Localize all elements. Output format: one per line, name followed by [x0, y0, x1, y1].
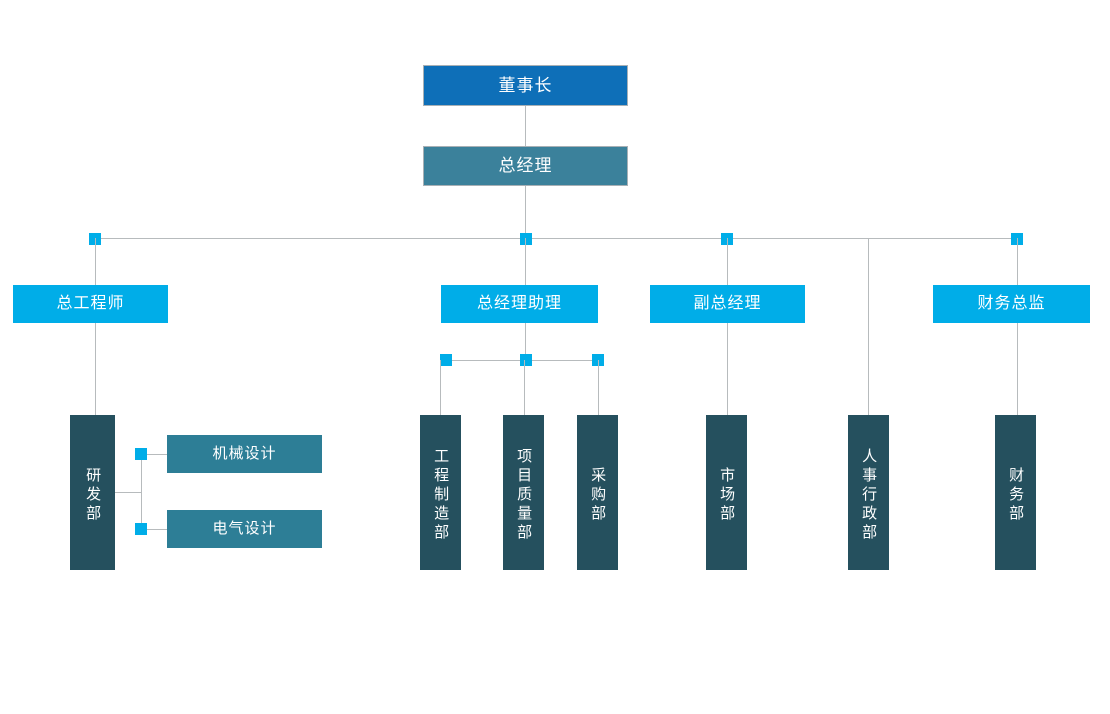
connector-gm-assistant-to-subbus: [525, 323, 526, 360]
connector-bus-to-hr-admin-dept: [868, 238, 869, 416]
node-general-manager[interactable]: 总经理: [423, 146, 628, 186]
dept-engineering-manufacturing[interactable]: 工程制造部: [420, 415, 461, 570]
connector-bus-to-gm-assistant: [525, 238, 526, 286]
connector-bus-to-chief-engineer: [95, 238, 96, 286]
connector-deputy-gm-to-market-dept: [727, 323, 728, 416]
dept-hr-admin-label: 人事行政部: [860, 448, 878, 543]
dept-engineering-manufacturing-label: 工程制造部: [432, 448, 450, 543]
marker-mechanical-design[interactable]: [135, 448, 147, 460]
node-chief-engineer-label: 总工程师: [56, 294, 125, 312]
connector-rd-to-mechanical-design: [147, 454, 167, 455]
dept-rd-label: 研发部: [84, 467, 102, 524]
subteam-electrical-design[interactable]: 电气设计: [167, 510, 322, 548]
connector-rd-subteam-riser: [141, 454, 142, 530]
subteam-mechanical-design-label: 机械设计: [212, 445, 277, 463]
node-finance-director[interactable]: 财务总监: [933, 285, 1090, 323]
connector-chairman-to-gm: [525, 106, 526, 146]
dept-market[interactable]: 市场部: [706, 415, 747, 570]
subteam-mechanical-design[interactable]: 机械设计: [167, 435, 322, 473]
dept-hr-admin[interactable]: 人事行政部: [848, 415, 889, 570]
connector-finance-director-to-finance-dept: [1017, 323, 1018, 416]
connector-subbus-to-purchasing-dept: [598, 360, 599, 416]
connector-subbus-to-quality-dept: [524, 360, 525, 416]
connector-rd-stub: [115, 492, 141, 493]
node-gm-assistant-label: 总经理助理: [476, 294, 562, 312]
node-chairman[interactable]: 董事长: [423, 65, 628, 106]
dept-purchasing-label: 采购部: [589, 467, 607, 524]
subteam-electrical-design-label: 电气设计: [212, 520, 277, 538]
connector-gm-to-bus: [525, 186, 526, 239]
node-finance-director-label: 财务总监: [977, 294, 1046, 312]
connector-bus-to-finance-director: [1017, 238, 1018, 286]
dept-market-label: 市场部: [718, 467, 736, 524]
connector-chief-engineer-to-rd-dept: [95, 323, 96, 416]
node-general-manager-label: 总经理: [498, 156, 553, 176]
dept-finance[interactable]: 财务部: [995, 415, 1036, 570]
dept-project-quality[interactable]: 项目质量部: [503, 415, 544, 570]
dept-rd[interactable]: 研发部: [70, 415, 115, 570]
marker-subbus-quality-dept[interactable]: [520, 354, 532, 366]
dept-purchasing[interactable]: 采购部: [577, 415, 618, 570]
node-chief-engineer[interactable]: 总工程师: [13, 285, 168, 323]
marker-bus-gm-assistant[interactable]: [520, 233, 532, 245]
node-deputy-gm-label: 副总经理: [693, 294, 762, 312]
marker-subbus-engineering-dept[interactable]: [440, 354, 452, 366]
connector-rd-to-electrical-design: [147, 529, 167, 530]
dept-finance-label: 财务部: [1007, 467, 1025, 524]
connector-bus-to-deputy-gm: [727, 238, 728, 286]
node-chairman-label: 董事长: [498, 75, 553, 95]
node-deputy-gm[interactable]: 副总经理: [650, 285, 805, 323]
connector-executive-bus: [95, 238, 1023, 239]
connector-subbus-to-engineering-dept: [440, 360, 441, 416]
node-gm-assistant[interactable]: 总经理助理: [441, 285, 598, 323]
marker-electrical-design[interactable]: [135, 523, 147, 535]
dept-project-quality-label: 项目质量部: [515, 448, 533, 543]
